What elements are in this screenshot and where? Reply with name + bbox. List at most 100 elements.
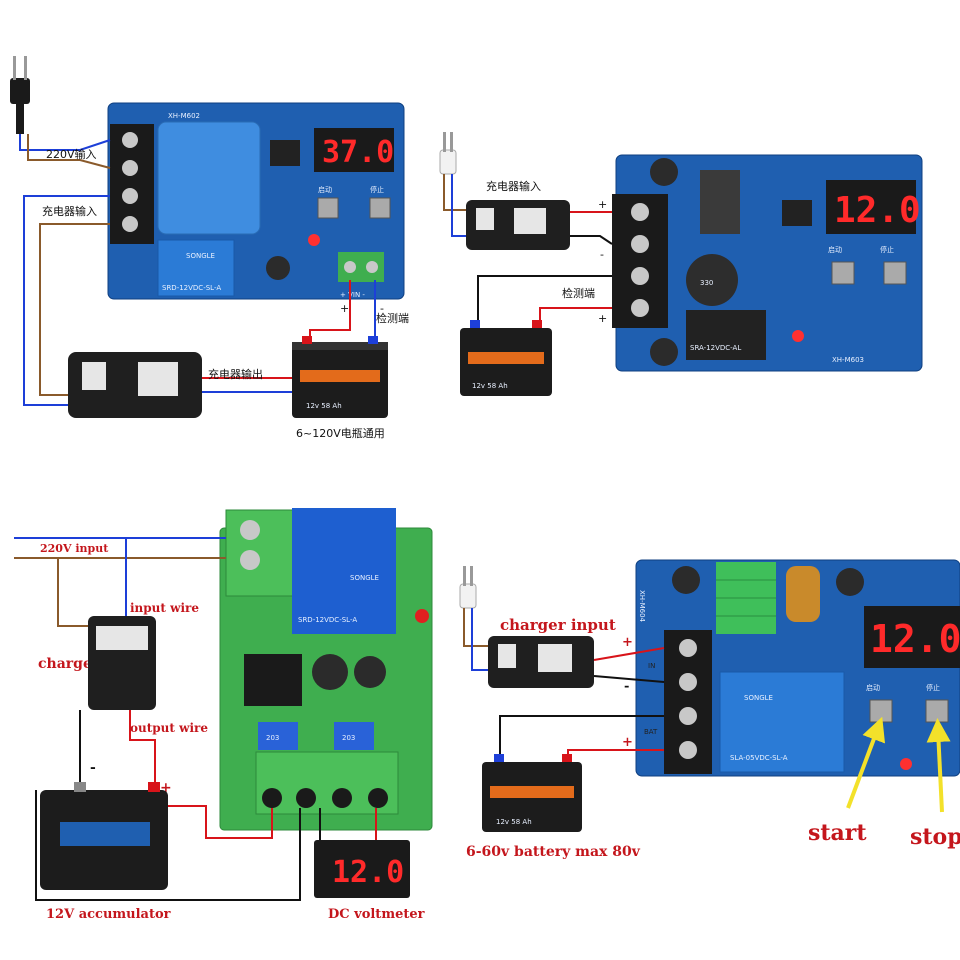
charger-box <box>466 200 570 250</box>
start-label: 启动 <box>828 245 842 254</box>
label-start: start <box>808 820 867 846</box>
display-value: 12.0 <box>870 617 960 661</box>
start-label-cn: 启动 <box>866 683 880 692</box>
label-charger-input: 充电器输入 <box>42 204 97 218</box>
ic-chip <box>782 200 812 226</box>
relay <box>686 310 766 360</box>
display-value: 37.0 <box>322 135 394 170</box>
minus-sign: - <box>624 679 629 694</box>
screw-terminal-block <box>110 124 154 244</box>
arrow-stop <box>926 718 951 813</box>
label-220v-input: 220V输入 <box>46 147 97 161</box>
board-label: XH-M602 <box>168 112 200 120</box>
start-button[interactable] <box>869 699 893 723</box>
label-accumulator: 12V accumulator <box>46 907 171 922</box>
segment-display <box>864 606 960 668</box>
potentiometer[interactable] <box>334 722 374 750</box>
relay-model: SRD-12VDC-SL-A <box>162 284 221 292</box>
relay <box>157 239 235 297</box>
pot-text: 203 <box>342 734 355 742</box>
relay-brand: SONGLE <box>744 694 773 702</box>
relay-model: SLA-05VDC-SL-A <box>730 754 788 762</box>
panel-green-board: SONGLE SRD-12VDC-SL-A 203 203 220V input… <box>14 508 433 922</box>
board-label: XH-M603 <box>832 356 864 364</box>
label-charger-input: 充电器输入 <box>486 179 541 193</box>
plus-sign: + <box>622 735 633 750</box>
plus-sign: + <box>340 302 349 315</box>
label-output-wire: output wire <box>130 721 208 735</box>
label-input-wire: input wire <box>130 601 199 615</box>
potentiometer[interactable] <box>258 722 298 750</box>
ic-chip <box>244 654 302 706</box>
vin-label: + VIN - <box>340 291 365 299</box>
label-detect: 检测端 <box>376 311 409 325</box>
relay-model: SRA-12VDC-AL <box>690 344 741 352</box>
battery <box>40 782 168 890</box>
capacitor <box>836 568 864 596</box>
label-battery-range: 6-60v battery max 80v <box>466 844 641 860</box>
led-indicator <box>308 234 320 246</box>
terminal-bat-label: BAT <box>644 728 658 736</box>
panel-xh-m602: XH-M602 SONGLE SRD-12VDC-SL-A 37.0 启动 停止… <box>10 56 409 440</box>
terminal-in-label: IN <box>648 662 655 670</box>
stop-button[interactable] <box>369 197 391 219</box>
transformer <box>157 121 261 235</box>
start-button[interactable] <box>831 261 855 285</box>
stop-button[interactable] <box>925 699 949 723</box>
stop-label: 停止 <box>370 185 384 194</box>
label-220v-input: 220V input <box>40 542 109 555</box>
label-voltmeter: DC voltmeter <box>328 907 425 922</box>
battery-text: 12v 58 Ah <box>496 818 532 826</box>
charger-box <box>488 636 594 688</box>
plus-sign: + <box>598 198 607 211</box>
relay <box>719 671 845 773</box>
battery: 12v 58 Ah <box>292 336 388 418</box>
start-button[interactable] <box>317 197 339 219</box>
plus-sign: + <box>598 312 607 325</box>
battery-text: 12v 58 Ah <box>472 382 508 390</box>
wires-panel4 <box>463 608 665 756</box>
power-plug-icon <box>10 56 30 134</box>
battery: 12v 58 Ah <box>460 320 552 396</box>
start-label: 启动 <box>318 185 332 194</box>
wires-panel3 <box>14 537 377 901</box>
label-detect: 检测端 <box>562 286 595 300</box>
capacitor <box>354 656 386 688</box>
panel-xh-m603: 330 SRA-12VDC-AL 12.0 启动 停止 XH-M603 充电器输… <box>439 132 923 396</box>
relay-brand: SONGLE <box>186 252 215 260</box>
capacitor <box>650 338 678 366</box>
voltmeter-value: 12.0 <box>332 855 404 890</box>
inductor <box>786 566 820 622</box>
stop-button[interactable] <box>883 261 907 285</box>
label-charger: charger <box>38 656 100 672</box>
stop-label: 停止 <box>880 245 894 254</box>
heatsink <box>716 562 776 634</box>
charger-box <box>68 352 202 418</box>
relay <box>292 508 396 634</box>
battery: 12v 58 Ah <box>482 754 582 832</box>
ic-chip <box>270 140 300 166</box>
power-plug-icon <box>439 132 457 175</box>
relay-model: SRD-12VDC-SL-A <box>298 616 357 624</box>
inductor-text: 330 <box>700 279 713 287</box>
label-stop: stop <box>910 824 960 850</box>
capacitor <box>650 158 678 186</box>
minus-sign: - <box>600 248 604 261</box>
label-charger-input: charger input <box>500 616 616 634</box>
battery-text: 12v 58 Ah <box>306 402 342 410</box>
display-value: 12.0 <box>834 190 921 231</box>
arrow-start <box>846 716 886 809</box>
minus-sign: - <box>90 760 96 776</box>
segment-display <box>314 128 394 172</box>
led-indicator <box>900 758 912 770</box>
plus-sign: + <box>622 635 633 650</box>
voltmeter <box>314 840 410 898</box>
regulator <box>700 170 740 234</box>
panel-xh-m604: XH-M604 12.0 IN BAT SONGLE SLA-05VDC-SL-… <box>459 559 960 860</box>
led-indicator <box>415 609 429 623</box>
segment-display <box>826 180 916 234</box>
screw-terminal-block <box>612 194 668 328</box>
capacitor <box>312 654 348 690</box>
power-plug-icon <box>459 566 477 609</box>
